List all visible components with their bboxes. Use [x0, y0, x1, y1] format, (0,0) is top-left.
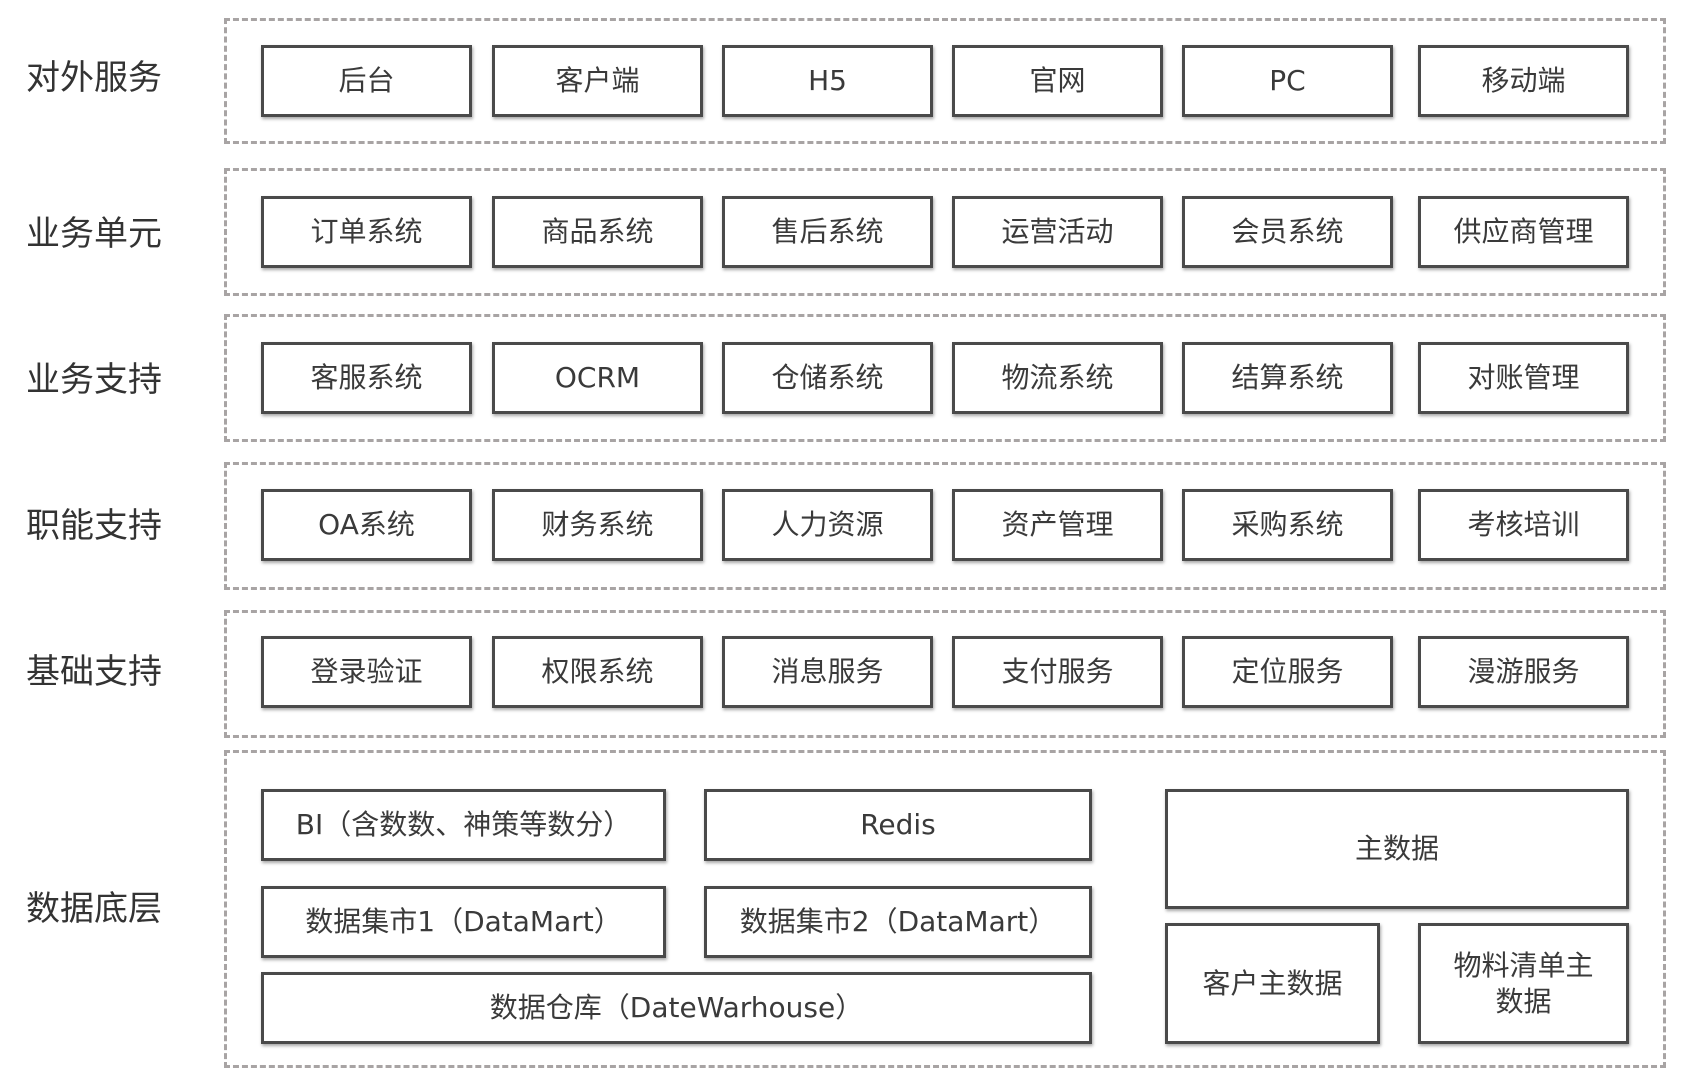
box-business-support-1: 客服系统 [261, 342, 472, 414]
box-customer-master-data: 客户主数据 [1165, 923, 1380, 1044]
box-business-units-6: 供应商管理 [1418, 196, 1629, 268]
box-datamart-1: 数据集市1（DataMart） [261, 886, 666, 958]
box-base-support-1: 登录验证 [261, 636, 472, 708]
box-external-services-6: 移动端 [1418, 45, 1629, 117]
box-external-services-1: 后台 [261, 45, 472, 117]
box-base-support-4: 支付服务 [952, 636, 1163, 708]
layer-label-external-services: 对外服务 [26, 58, 162, 98]
layer-label-business-support: 业务支持 [26, 360, 162, 400]
box-business-units-5: 会员系统 [1182, 196, 1393, 268]
box-business-support-4: 物流系统 [952, 342, 1163, 414]
box-functional-support-4: 资产管理 [952, 489, 1163, 561]
layer-label-base-support: 基础支持 [26, 652, 162, 692]
box-functional-support-3: 人力资源 [722, 489, 933, 561]
layer-frame-base-support [224, 610, 1666, 738]
box-functional-support-2: 财务系统 [492, 489, 703, 561]
box-external-services-5: PC [1182, 45, 1393, 117]
layer-frame-external-services [224, 18, 1666, 144]
box-business-support-3: 仓储系统 [722, 342, 933, 414]
layer-label-functional-support: 职能支持 [26, 506, 162, 546]
box-base-support-5: 定位服务 [1182, 636, 1393, 708]
box-bi: BI（含数数、神策等数分） [261, 789, 666, 861]
box-data-warehouse: 数据仓库（DateWarhouse） [261, 972, 1092, 1044]
box-base-support-2: 权限系统 [492, 636, 703, 708]
box-business-units-4: 运营活动 [952, 196, 1163, 268]
layer-frame-functional-support [224, 462, 1666, 590]
box-datamart-2: 数据集市2（DataMart） [704, 886, 1092, 958]
box-functional-support-1: OA系统 [261, 489, 472, 561]
box-master-data: 主数据 [1165, 789, 1629, 909]
box-business-units-2: 商品系统 [492, 196, 703, 268]
box-material-master-data: 物料清单主 数据 [1418, 923, 1629, 1044]
layer-frame-business-support [224, 314, 1666, 442]
box-external-services-2: 客户端 [492, 45, 703, 117]
box-base-support-3: 消息服务 [722, 636, 933, 708]
box-business-support-2: OCRM [492, 342, 703, 414]
box-base-support-6: 漫游服务 [1418, 636, 1629, 708]
box-functional-support-5: 采购系统 [1182, 489, 1393, 561]
box-functional-support-6: 考核培训 [1418, 489, 1629, 561]
layer-label-business-units: 业务单元 [26, 214, 162, 254]
box-business-support-6: 对账管理 [1418, 342, 1629, 414]
layer-frame-data-layer [224, 750, 1666, 1068]
layer-frame-business-units [224, 168, 1666, 296]
box-business-units-3: 售后系统 [722, 196, 933, 268]
layer-label-data-layer: 数据底层 [26, 889, 162, 929]
box-business-units-1: 订单系统 [261, 196, 472, 268]
box-business-support-5: 结算系统 [1182, 342, 1393, 414]
box-external-services-3: H5 [722, 45, 933, 117]
box-redis: Redis [704, 789, 1092, 861]
box-external-services-4: 官网 [952, 45, 1163, 117]
